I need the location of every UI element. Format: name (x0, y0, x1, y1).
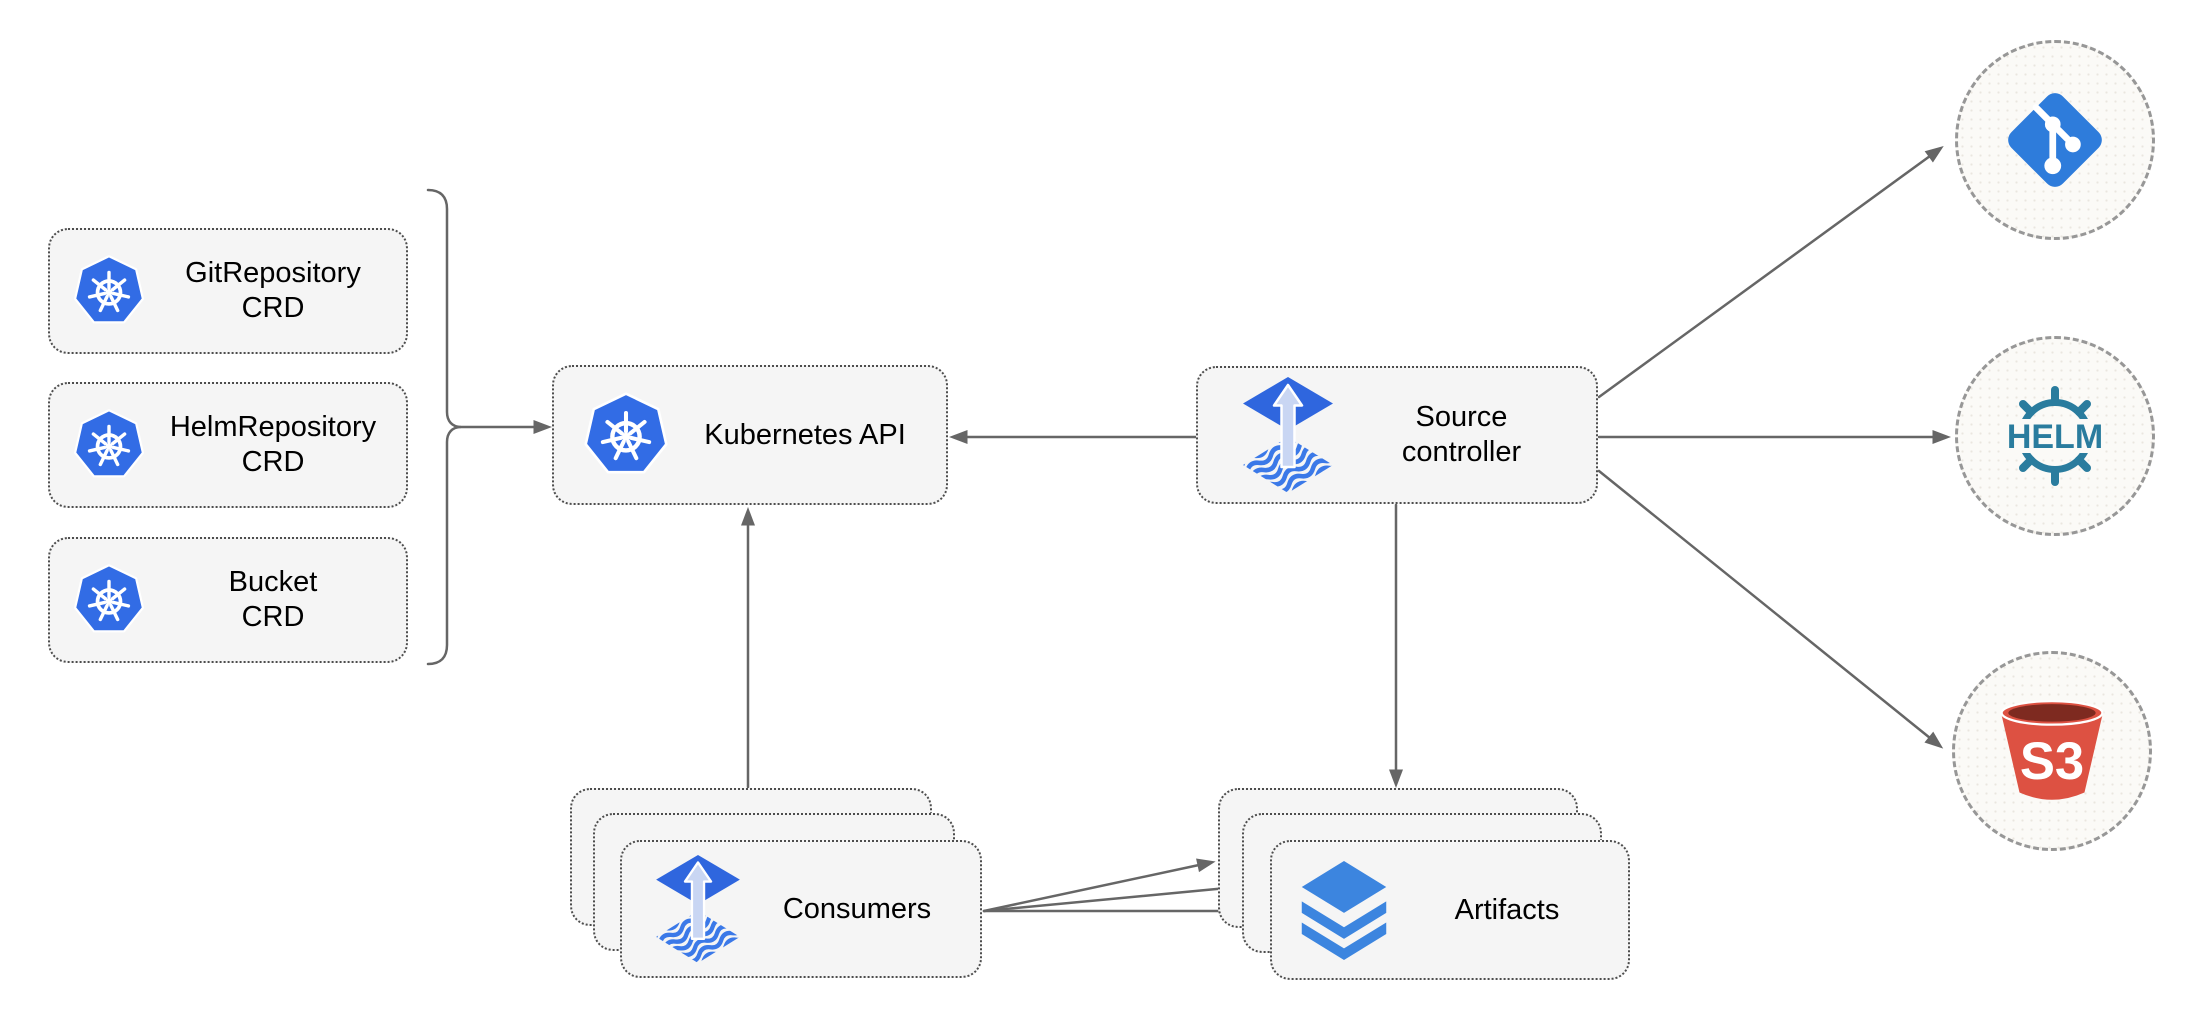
label-line: controller (1401, 436, 1522, 468)
label-line: CRD (241, 292, 305, 324)
label-line: GitRepository (185, 257, 361, 290)
node-kubernetes-api: Kubernetes API (552, 365, 948, 505)
kubernetes-icon (72, 408, 146, 482)
flux-icon (656, 855, 740, 963)
label-line: Consumers (782, 892, 932, 925)
label-line: Source (1415, 401, 1508, 434)
arrow-source-to-s3 (1597, 469, 1944, 749)
node-bucket-crd: Bucket CRD (48, 537, 408, 663)
node-git-source (1955, 40, 2155, 240)
gitrepository-crd-label: GitRepository CRD (146, 256, 406, 326)
s3-label: S3 (2020, 732, 2084, 791)
kubernetes-api-label: Kubernetes API (670, 418, 946, 453)
kubernetes-icon (72, 563, 146, 637)
arrow-source-to-git (1597, 145, 1944, 399)
helm-label: HELM (2007, 418, 2103, 456)
node-consumers: Consumers (620, 840, 982, 978)
label-line: Artifacts (1454, 893, 1560, 926)
label-line: Kubernetes API (704, 418, 906, 451)
bucket-crd-label: Bucket CRD (146, 565, 406, 635)
layers-icon (1301, 860, 1387, 960)
helmrepository-crd-label: HelmRepository CRD (146, 410, 406, 480)
arrow-consumers-to-artifacts-1 (982, 858, 1216, 913)
source-controller-label: Source controller (1333, 400, 1596, 470)
helm-icon: HELM (2005, 386, 2105, 486)
node-source-controller: Source controller (1196, 366, 1598, 504)
arrow-consumers-to-artifacts-2 (982, 881, 1244, 913)
node-helm-source: HELM (1955, 336, 2155, 536)
kubernetes-icon (582, 391, 670, 479)
consumers-label: Consumers (740, 892, 980, 927)
node-s3-source: S3 (1952, 651, 2152, 851)
kubernetes-icon (72, 254, 146, 328)
bracket-crd-group (426, 188, 462, 666)
label-line: CRD (241, 601, 305, 633)
node-gitrepository-crd: GitRepository CRD (48, 228, 408, 354)
label-line: HelmRepository (169, 411, 377, 444)
artifacts-label: Artifacts (1392, 893, 1628, 928)
s3-bucket-icon: S3 (2000, 700, 2104, 800)
flux-icon (1243, 377, 1333, 493)
label-line: Bucket (228, 566, 318, 599)
node-helmrepository-crd: HelmRepository CRD (48, 382, 408, 508)
git-icon (2008, 93, 2102, 187)
node-artifacts: Artifacts (1270, 840, 1630, 980)
label-line: CRD (241, 446, 305, 478)
